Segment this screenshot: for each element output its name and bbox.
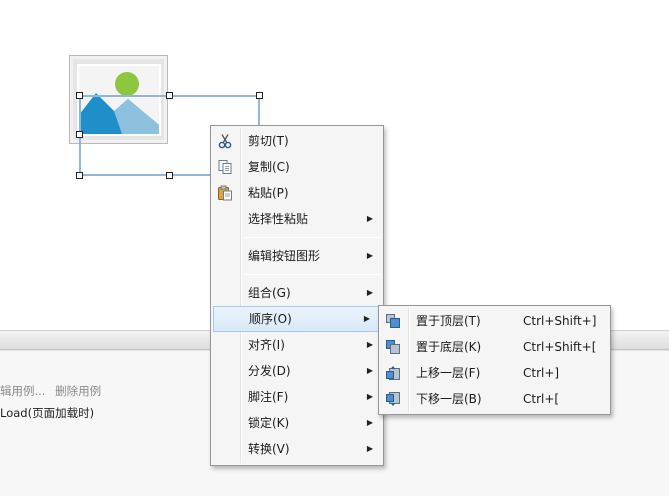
copy-icon (218, 160, 232, 174)
shortcut-label: Ctrl+Shift+[ (523, 340, 597, 354)
submenu-item-label: 置于底层(K) (416, 340, 482, 354)
resize-handle-top-center[interactable] (166, 92, 173, 99)
submenu-arrow-icon: ▶ (366, 214, 373, 223)
menu-separator (244, 237, 381, 238)
order-submenu: 置于顶层(T) Ctrl+Shift+] 置于底层(K) Ctrl+Shift+… (378, 305, 611, 415)
paste-icon (218, 185, 232, 201)
edit-case-link[interactable]: 辑用例... (0, 384, 46, 398)
menu-item-footnote[interactable]: 脚注(F) ▶ (211, 384, 383, 410)
resize-handle-top-right[interactable] (256, 92, 263, 99)
menu-item-paste[interactable]: 粘贴(P) (211, 180, 383, 206)
menu-item-label: 编辑按钮图形 (248, 249, 321, 263)
resize-handle-middle-left[interactable] (76, 131, 83, 138)
submenu-arrow-icon: ▶ (363, 314, 370, 323)
submenu-item-bring-to-front[interactable]: 置于顶层(T) Ctrl+Shift+] (379, 308, 610, 334)
delete-case-link[interactable]: 删除用例 (55, 384, 102, 398)
menu-item-copy[interactable]: 复制(C) (211, 154, 383, 180)
page-load-event[interactable]: Load(页面加载时) (0, 406, 95, 420)
resize-handle-bottom-left[interactable] (76, 172, 83, 179)
context-menu: 剪切(T) 复制(C) 粘贴(P) 选择性粘贴 ▶ 编辑按钮图形 ▶ 组合(G)… (210, 125, 384, 466)
menu-item-label: 复制(C) (248, 160, 290, 174)
menu-item-label: 组合(G) (248, 286, 291, 300)
shortcut-label: Ctrl+[ (523, 392, 560, 406)
submenu-arrow-icon: ▶ (366, 366, 373, 375)
menu-item-order[interactable]: 顺序(O) ▶ (213, 306, 381, 332)
send-to-back-icon (386, 340, 400, 354)
submenu-item-send-to-back[interactable]: 置于底层(K) Ctrl+Shift+[ (379, 334, 610, 360)
send-backward-icon (386, 392, 400, 406)
menu-item-label: 转换(V) (248, 442, 290, 456)
menu-item-label: 选择性粘贴 (248, 212, 309, 226)
submenu-arrow-icon: ▶ (366, 418, 373, 427)
menu-separator (244, 274, 381, 275)
submenu-item-label: 上移一层(F) (416, 366, 481, 380)
menu-item-label: 锁定(K) (248, 416, 290, 430)
shortcut-label: Ctrl+] (523, 366, 560, 380)
menu-item-label: 对齐(I) (248, 338, 285, 352)
image-placeholder-icon (76, 63, 162, 137)
menu-item-paste-special[interactable]: 选择性粘贴 ▶ (211, 206, 383, 232)
resize-handle-bottom-center[interactable] (166, 172, 173, 179)
scissors-icon (218, 134, 232, 149)
menu-item-label: 脚注(F) (248, 390, 289, 404)
menu-item-lock[interactable]: 锁定(K) ▶ (211, 410, 383, 436)
menu-item-distribute[interactable]: 分发(D) ▶ (211, 358, 383, 384)
bring-to-front-icon (386, 314, 400, 328)
image-widget[interactable] (69, 55, 168, 144)
menu-item-label: 剪切(T) (248, 134, 289, 148)
case-links: 辑用例... 删除用例 (0, 383, 107, 399)
menu-item-convert[interactable]: 转换(V) ▶ (211, 436, 383, 462)
submenu-arrow-icon: ▶ (366, 444, 373, 453)
submenu-item-send-backward[interactable]: 下移一层(B) Ctrl+[ (379, 386, 610, 412)
menu-item-align[interactable]: 对齐(I) ▶ (211, 332, 383, 358)
resize-handle-top-left[interactable] (76, 92, 83, 99)
submenu-arrow-icon: ▶ (366, 340, 373, 349)
menu-item-group[interactable]: 组合(G) ▶ (211, 280, 383, 306)
menu-item-cut[interactable]: 剪切(T) (211, 128, 383, 154)
bring-forward-icon (386, 366, 400, 380)
menu-item-label: 顺序(O) (249, 312, 292, 326)
menu-item-label: 分发(D) (248, 364, 291, 378)
shortcut-label: Ctrl+Shift+] (523, 314, 597, 328)
submenu-arrow-icon: ▶ (366, 392, 373, 401)
menu-item-edit-button-shape[interactable]: 编辑按钮图形 ▶ (211, 243, 383, 269)
submenu-item-bring-forward[interactable]: 上移一层(F) Ctrl+] (379, 360, 610, 386)
menu-item-label: 粘贴(P) (248, 186, 289, 200)
submenu-arrow-icon: ▶ (366, 288, 373, 297)
submenu-item-label: 置于顶层(T) (416, 314, 481, 328)
submenu-item-label: 下移一层(B) (416, 392, 482, 406)
submenu-arrow-icon: ▶ (366, 251, 373, 260)
